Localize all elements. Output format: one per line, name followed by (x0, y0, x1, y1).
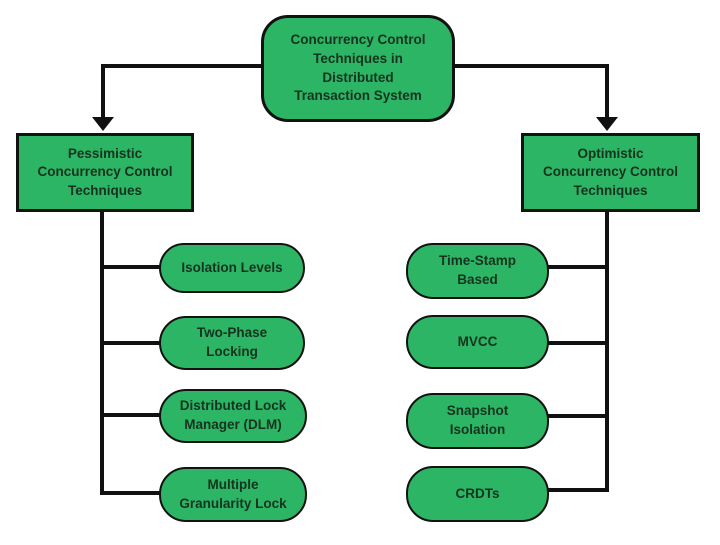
connector-root-right-horizontal (453, 64, 608, 68)
leaf-time-stamp-based: Time-Stamp Based (406, 243, 549, 299)
left-connector-4 (100, 491, 162, 495)
connector-root-left-vertical (101, 64, 105, 118)
leaf-two-phase-locking: Two-Phase Locking (159, 316, 305, 370)
left-connector-1 (100, 265, 162, 269)
arrowhead-right-icon (596, 117, 618, 131)
leaf-isolation-levels: Isolation Levels (159, 243, 305, 293)
connector-root-left-horizontal (101, 64, 263, 68)
connector-root-right-vertical (605, 64, 609, 118)
leaf-mvcc: MVCC (406, 315, 549, 369)
left-branch-node: Pessimistic Concurrency Control Techniqu… (16, 133, 194, 212)
right-connector-4 (547, 488, 609, 492)
right-connector-2 (547, 341, 609, 345)
leaf-crdts: CRDTs (406, 466, 549, 522)
arrowhead-left-icon (92, 117, 114, 131)
left-spine (100, 211, 104, 495)
leaf-distributed-lock-manager: Distributed Lock Manager (DLM) (159, 389, 307, 443)
right-spine (605, 211, 609, 492)
right-connector-1 (547, 265, 609, 269)
left-connector-2 (100, 341, 162, 345)
root-node: Concurrency Control Techniques in Distri… (261, 15, 455, 122)
right-branch-node: Optimistic Concurrency Control Technique… (521, 133, 700, 212)
leaf-multiple-granularity-lock: Multiple Granularity Lock (159, 467, 307, 522)
leaf-snapshot-isolation: Snapshot Isolation (406, 393, 549, 449)
left-connector-3 (100, 413, 162, 417)
right-connector-3 (547, 414, 609, 418)
